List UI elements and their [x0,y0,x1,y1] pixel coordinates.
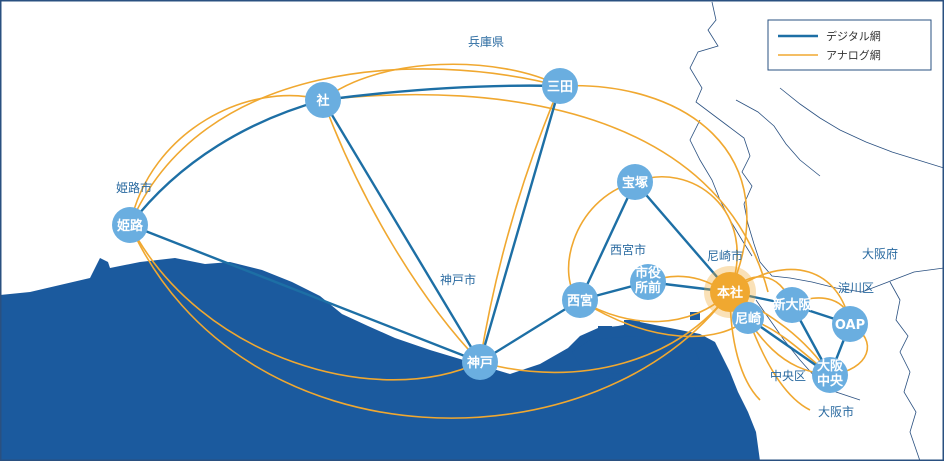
node-takarazuka: 宝塚 [617,164,653,200]
region-yodogawa-ku: 淀川区 [838,281,874,295]
node-amagasaki: 尼崎 [732,302,764,334]
region-chuo-ku: 中央区 [770,368,806,383]
region-osaka-pref: 大阪府 [862,246,898,261]
node-takarazuka-label: 宝塚 [622,175,648,191]
legend-box [767,19,932,71]
node-shiyakusho-label-2: 所前 [635,280,661,296]
region-himeji-city: 姫路市 [116,180,152,195]
node-himeji: 姫路 [112,207,148,243]
island-south [608,378,700,404]
region-nishinomiya-city: 西宮市 [610,242,646,257]
node-kobe-label: 神戸 [467,355,493,371]
node-himeji-label: 姫路 [117,218,144,234]
node-shinosaka: 新大阪 [772,287,812,323]
node-sanda: 三田 [542,68,578,104]
node-nishinomiya-label: 西宮 [567,293,593,309]
node-sha-label: 社 [315,93,329,109]
node-shiyakusho-label-1: 市役 [635,265,661,281]
node-amagasaki-label: 尼崎 [735,311,761,327]
legend: デジタル網 アナログ網 [767,19,932,71]
pier-3 [690,312,700,320]
node-kobe: 神戸 [462,344,498,380]
node-osaka-chuo: 大阪 中央 [812,357,848,393]
sea-area [0,258,760,461]
node-sanda-label: 三田 [547,80,573,95]
region-kobe-city: 神戸市 [440,272,476,287]
node-osaka-chuo-label-1: 大阪 [817,358,844,374]
legend-analog-label: アナログ網 [826,48,881,62]
region-amagasaki-city: 尼崎市 [707,248,743,263]
legend-digital-label: デジタル網 [826,29,881,43]
region-hyogo: 兵庫県 [468,35,504,49]
admin-borders [689,1,944,461]
node-shiyakusho: 市役 所前 [630,264,666,300]
pier-2 [624,320,640,326]
node-oap-label: OAP [835,318,865,333]
node-osaka-chuo-label-2: 中央 [817,373,844,389]
node-oap: OAP [832,306,868,342]
node-honsha-label: 本社 [717,285,743,301]
pier-1 [598,326,612,332]
node-shinosaka-label: 新大阪 [772,297,812,313]
node-nishinomiya: 西宮 [562,282,598,318]
node-sha: 社 [305,82,341,118]
region-osaka-city: 大阪市 [818,404,854,419]
